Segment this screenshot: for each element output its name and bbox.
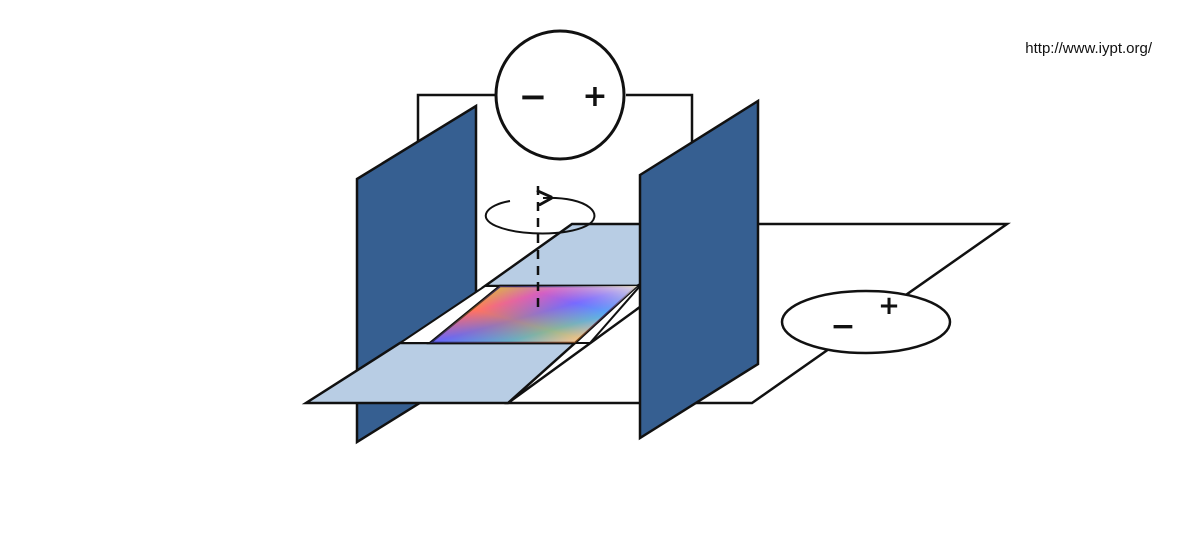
rotation-arrow-icon (484, 198, 596, 235)
right-positive-terminal: + (878, 291, 900, 321)
top-negative-terminal: − (519, 77, 548, 117)
soap-film-sheen (430, 286, 637, 343)
top-voltage-source-body (494, 29, 626, 161)
right-voltage-source: − + (780, 289, 952, 355)
right-negative-terminal: − (830, 309, 855, 344)
source-url: http://www.iypt.org/ (1025, 40, 1152, 57)
top-positive-terminal: + (582, 79, 607, 114)
top-voltage-source: − + (494, 29, 626, 161)
right-voltage-source-body (780, 289, 952, 355)
right-electrode-plate (638, 98, 760, 441)
